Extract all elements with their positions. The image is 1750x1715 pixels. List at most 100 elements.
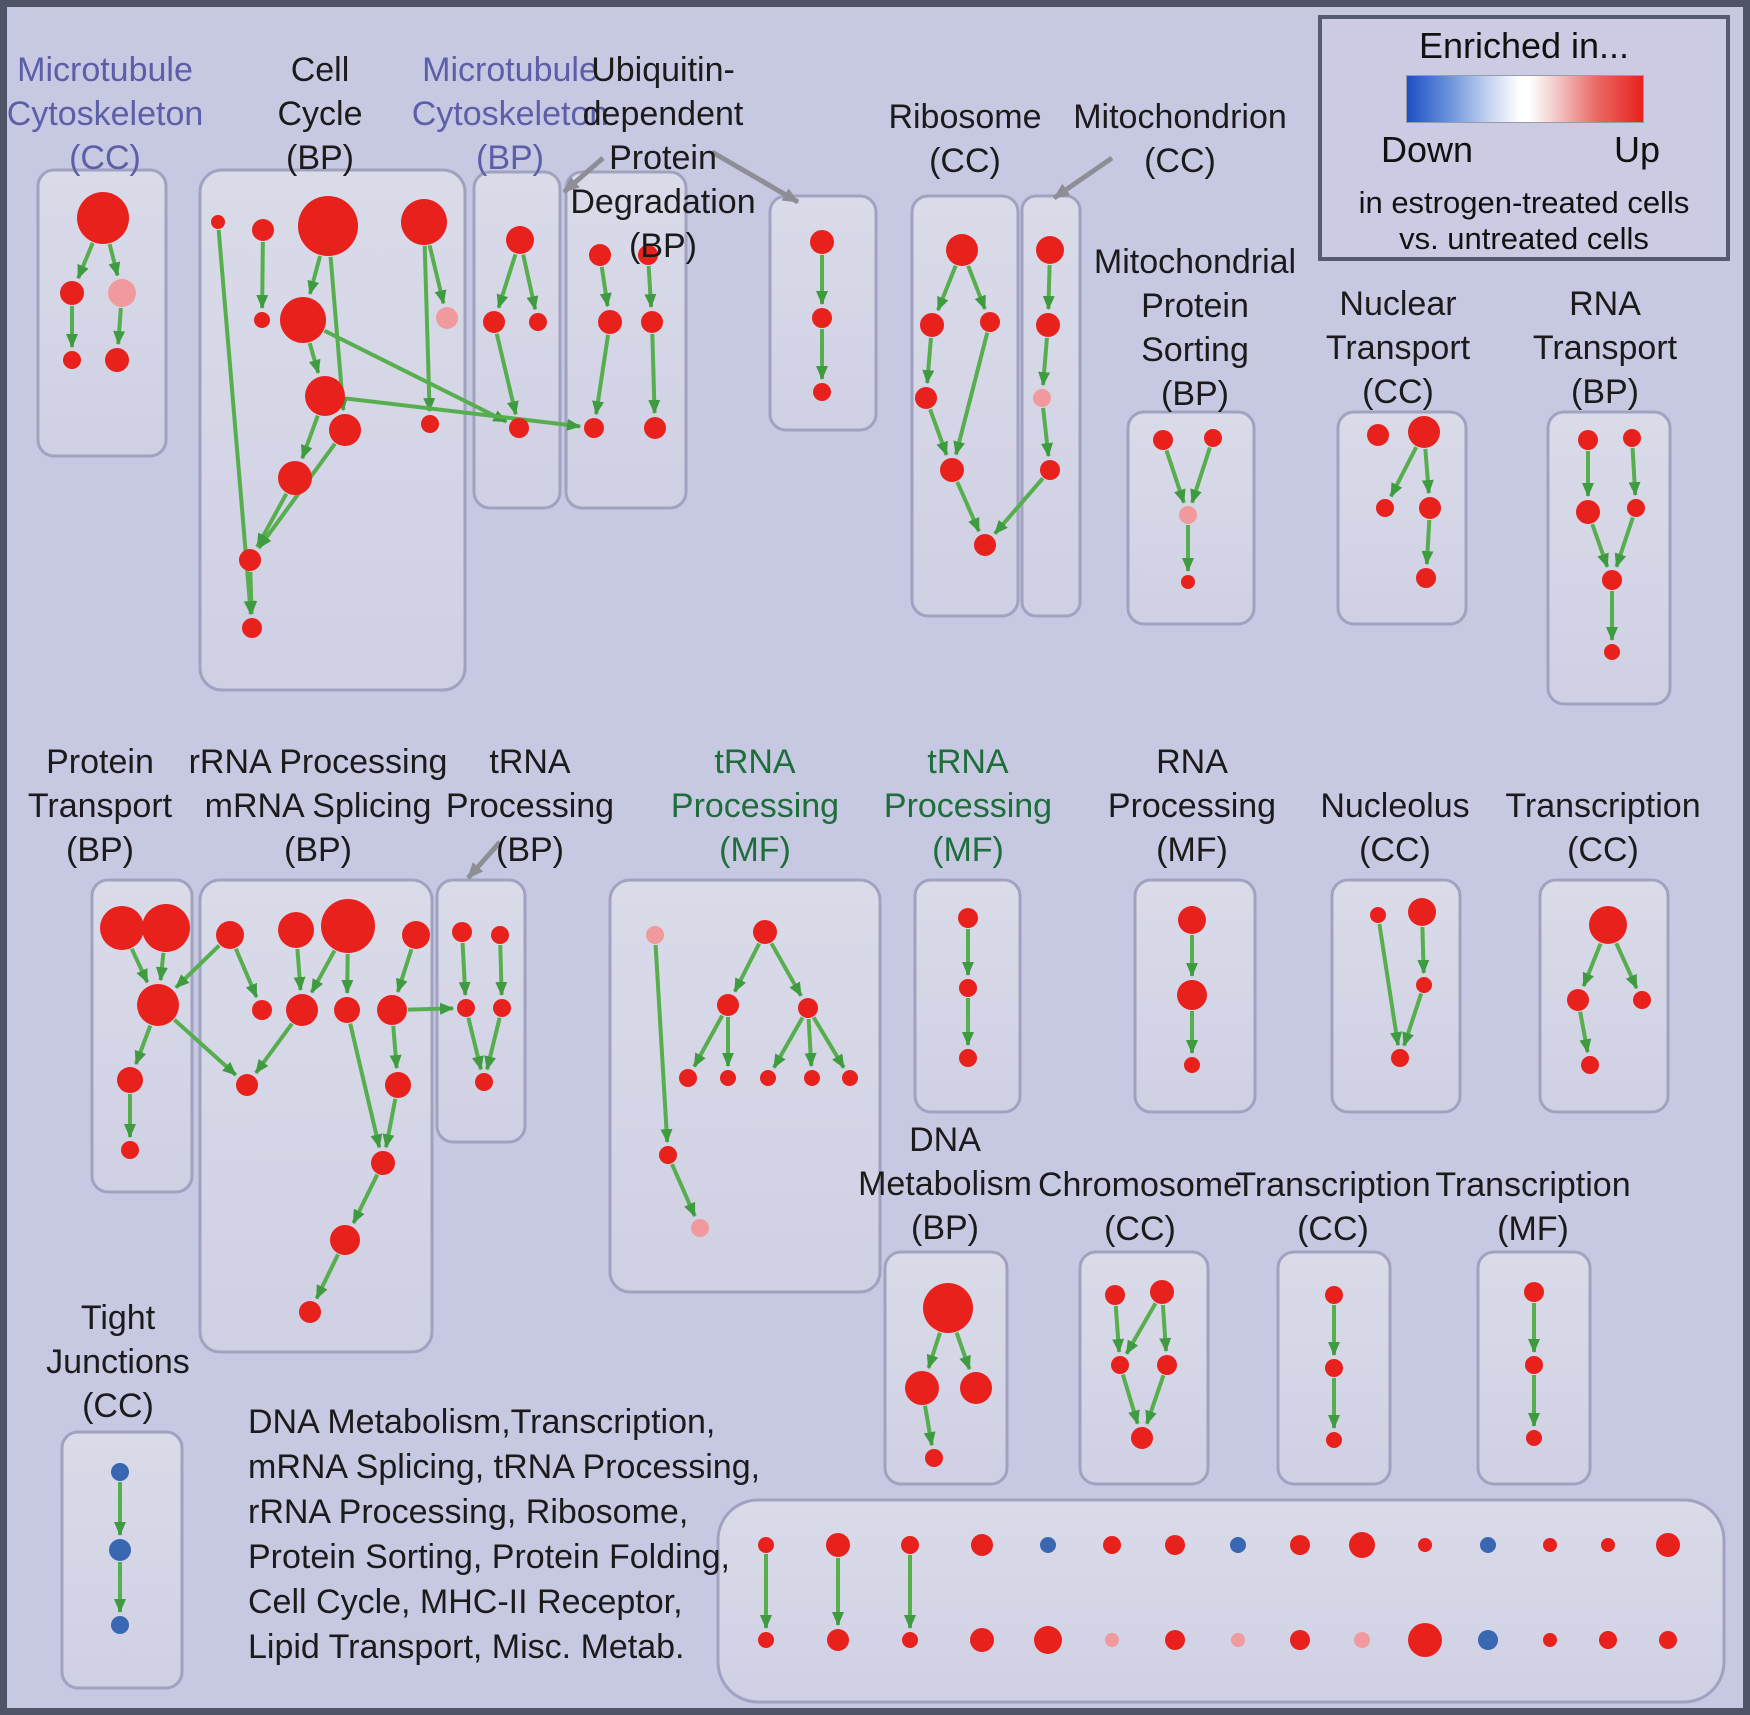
graph-node-w2t	[826, 1533, 850, 1557]
graph-node-w11b	[1408, 1623, 1442, 1657]
graph-node-w6b	[1105, 1633, 1119, 1647]
graph-edge-cy8-cy11	[300, 415, 320, 460]
graph-edge-rr8-tb3	[407, 1002, 455, 1015]
graph-node-w15t	[1656, 1533, 1680, 1557]
graph-node-nl2	[1408, 898, 1436, 926]
graph-node-cy7	[436, 307, 458, 329]
graph-node-w14t	[1601, 1538, 1615, 1552]
graph-node-w12b	[1478, 1630, 1498, 1650]
graph-node-w15b	[1659, 1631, 1677, 1649]
graph-edge-rb3-rb5	[953, 332, 990, 456]
graph-node-rr1	[216, 921, 244, 949]
graph-edge-ps1-ps3	[1164, 449, 1186, 504]
graph-node-nl4	[1391, 1049, 1409, 1067]
label-microtubule-cytoskeleton-cc: Microtubule Cytoskeleton (CC)	[6, 51, 204, 177]
graph-node-cy8	[305, 376, 345, 416]
graph-edge-tm4-tm9	[811, 1016, 846, 1069]
graph-node-tm6	[720, 1070, 736, 1086]
graph-edge-ub1-ub3	[599, 266, 612, 308]
graph-edge-tm10-tm11	[670, 1163, 697, 1218]
label-protein-transport: Protein Transport (BP)	[27, 743, 173, 869]
legend-up-label: Up	[1613, 129, 1661, 170]
label-rna-transport: RNA Transport (BP)	[1532, 285, 1678, 411]
graph-node-w3t	[901, 1536, 919, 1554]
graph-node-ts2	[959, 979, 977, 997]
graph-node-rr9	[236, 1074, 258, 1096]
graph-edge-rr12-rr13	[314, 1253, 340, 1300]
legend: Enriched in... Down Up in estrogen-treat…	[1318, 15, 1730, 261]
graph-node-w8b	[1231, 1633, 1245, 1647]
graph-edge-rb1-rb2	[936, 265, 958, 312]
graph-node-mb1	[506, 226, 534, 254]
graph-node-pt2	[142, 904, 190, 952]
graph-node-rb1	[946, 234, 978, 266]
graph-edge-rt3-rt5	[1590, 523, 1610, 568]
graph-edge-mb2-mb4	[494, 333, 519, 416]
graph-node-rr7	[334, 997, 360, 1023]
label-transcription-cc-bottom: Transcription (CC)	[1235, 1166, 1431, 1248]
graph-edge-rr7-rr11	[348, 1023, 383, 1149]
legend-subtitle-line2: vs. untreated cells	[1399, 221, 1649, 256]
graph-edge-pt3-pt4	[134, 1024, 153, 1066]
cluster-box-trna-processing-mf-large	[608, 878, 882, 1294]
graph-edge-tm1-tm10	[653, 944, 673, 1144]
label-microtubule-cytoskeleton-bp: Microtubule Cytoskeleton (BP)	[411, 51, 609, 177]
graph-node-w10t	[1349, 1532, 1375, 1558]
label-mitochondrion: Mitochondrion (CC)	[1073, 98, 1287, 180]
graph-node-rr12	[330, 1225, 360, 1255]
graph-node-tb3	[457, 999, 475, 1017]
graph-node-xm2	[1525, 1356, 1543, 1374]
graph-edge-dm1-dm3	[954, 1331, 972, 1371]
graph-node-pt1	[100, 906, 144, 950]
graph-node-rt6	[1604, 644, 1620, 660]
graph-node-tm3	[717, 994, 739, 1016]
graph-edge-ch1-ch3	[1112, 1305, 1125, 1354]
graph-edge-rt2-rt4	[1628, 447, 1641, 497]
graph-edge-nt2-nt3	[1389, 446, 1419, 498]
graph-node-mb3	[529, 313, 547, 331]
cluster-box-chromosome-cc	[1078, 1250, 1210, 1486]
cluster-box-rrna-processing-mrna-splicing-bp	[198, 878, 434, 1354]
graph-node-mt3	[1033, 389, 1051, 407]
label-trna-processing-bp: tRNA Processing (BP)	[445, 743, 615, 869]
graph-node-pt4	[117, 1067, 143, 1093]
graph-edge-nl2-nl3	[1417, 926, 1430, 975]
cluster-box-dna-metabolism-bp	[883, 1250, 1009, 1486]
graph-edge-nl1-nl4	[1377, 923, 1402, 1047]
graph-node-cc_d	[63, 351, 81, 369]
graph-node-ub3	[598, 310, 622, 334]
graph-edge-tb3-tb5	[466, 1017, 484, 1071]
graph-node-w6t	[1103, 1536, 1121, 1554]
graph-node-ub4	[641, 311, 663, 333]
graph-edge-ub2-ub4	[644, 265, 657, 309]
graph-edge-tm3-tm5	[692, 1014, 724, 1068]
graph-edge-mt2-mt3	[1038, 337, 1051, 387]
cluster-box-mitochondrion-cc	[1020, 194, 1082, 618]
graph-edge-mb1-mb2	[496, 253, 518, 309]
graph-node-nt2	[1408, 416, 1440, 448]
graph-edge-rb4-rb5	[928, 408, 949, 456]
graph-node-w12t	[1480, 1537, 1496, 1553]
graph-edge-ub3-ub5	[592, 334, 611, 416]
cluster-box-misc-wide	[716, 1498, 1726, 1704]
graph-node-tj1	[111, 1463, 129, 1481]
graph-node-nt1	[1367, 424, 1389, 446]
graph-edge-nt2-nt4	[1421, 448, 1434, 495]
graph-edge-nl3-nl4	[1402, 992, 1424, 1047]
graph-node-cc_e	[105, 348, 129, 372]
graph-node-cc_b	[60, 281, 84, 305]
graph-node-cy1	[211, 215, 225, 229]
graph-node-w5t	[1040, 1537, 1056, 1553]
graph-node-w7t	[1165, 1535, 1185, 1555]
graph-edge-rr11-rr12	[351, 1173, 380, 1224]
label-trna-processing-mf-2: tRNA Processing (MF)	[883, 743, 1053, 869]
graph-node-tm11	[691, 1219, 709, 1237]
graph-edge-cy4-cy7	[427, 244, 447, 305]
graph-node-rt3	[1576, 500, 1600, 524]
graph-node-cy12	[239, 549, 261, 571]
graph-node-rb5	[940, 458, 964, 482]
graph-edge-tb1-tb3	[458, 942, 471, 997]
graph-edge-ps2-ps3	[1190, 446, 1212, 504]
graph-node-rr10	[385, 1072, 411, 1098]
